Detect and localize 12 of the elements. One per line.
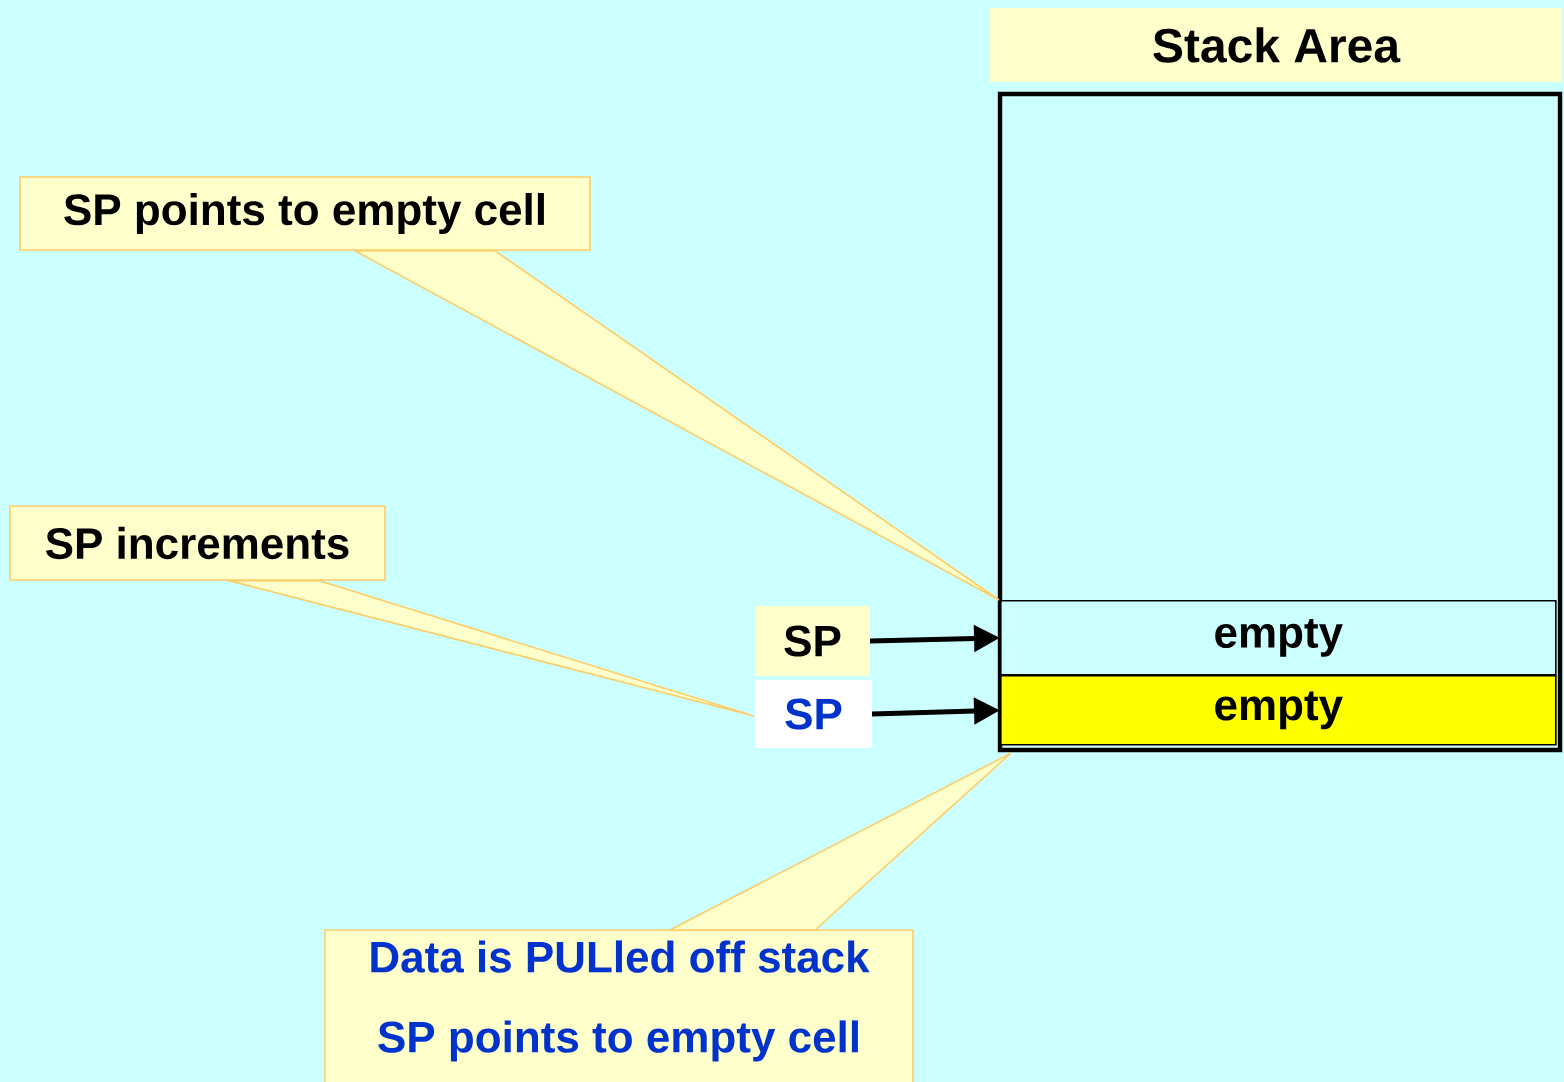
stack-box — [997, 91, 1563, 753]
callout-text: Data is PULled off stack SP points to empty cell — [371, 940, 870, 1062]
stack-cell: empty — [1000, 675, 1557, 746]
callout-box: SP points to empty cell — [19, 176, 591, 251]
callout-pointer — [666, 752, 1012, 931]
pointer-label: SP — [755, 606, 870, 676]
pointer-label: SP — [755, 680, 872, 748]
heading-band: Stack Area — [990, 8, 1562, 82]
stack-cell: empty — [1000, 600, 1557, 676]
callout-pointer — [351, 250, 1000, 601]
callout-box: SP increments — [9, 505, 386, 581]
callout-pointer — [223, 580, 755, 717]
